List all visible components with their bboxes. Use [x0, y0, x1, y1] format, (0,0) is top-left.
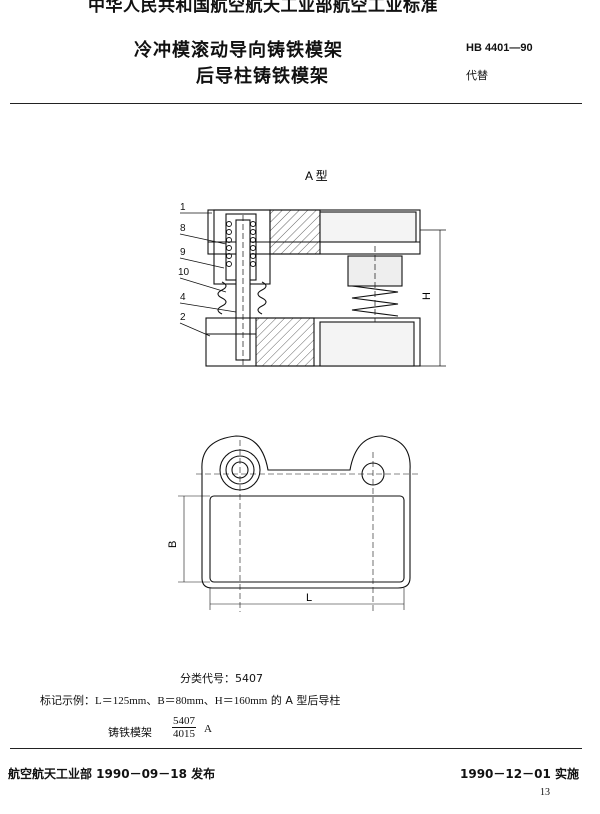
- spring-left-b: [257, 281, 267, 315]
- upper-plate-hatch: [269, 209, 321, 255]
- spring-left-a: [217, 281, 227, 315]
- example-prefix: 标记示例：: [40, 694, 95, 707]
- title-line-2: 后导柱铸铁模架: [196, 66, 329, 87]
- plan-outline: [201, 435, 411, 589]
- standard-issuer: 中华人民共和国航空航天工业部航空工业标准: [88, 0, 438, 16]
- fraction-denominator: 4015: [173, 728, 195, 740]
- part-label-1: 1: [180, 202, 186, 213]
- plan-inner: [209, 495, 405, 583]
- marking-example: 标记示例：L＝125mm、B＝80mm、H＝160mm 的 A 型后导柱: [40, 692, 340, 708]
- part-label-2: 2: [180, 312, 186, 323]
- spring-right: [351, 285, 399, 317]
- part-label-10: 10: [178, 267, 190, 278]
- header-rule: [10, 103, 582, 104]
- part-label-8: 8: [180, 223, 186, 234]
- footer-rule: [10, 748, 582, 749]
- example-suffix: 的 A 型后导柱: [267, 694, 341, 707]
- section-view: [179, 209, 446, 367]
- lower-plate-hatch: [255, 317, 315, 367]
- example-name: 铸铁模架: [108, 726, 152, 739]
- classification-code: 分类代号：5407: [180, 672, 263, 685]
- fraction-numerator: 5407: [172, 715, 196, 728]
- dim-B-label: B: [167, 541, 179, 548]
- title-line-1: 冷冲模滚动导向铸铁模架: [134, 40, 343, 61]
- section-label: A 型: [305, 169, 328, 183]
- implemented-date: 1990－12－01 实施: [460, 767, 579, 781]
- issued-date: 航空航天工业部 1990－09－18 发布: [8, 767, 216, 781]
- dim-L-label: L: [306, 592, 312, 604]
- example-params: L＝125mm、B＝80mm、H＝160mm: [95, 695, 268, 707]
- marking-fraction: 5407 4015: [172, 715, 196, 740]
- replaces-label: 代替: [466, 69, 488, 82]
- guide-hole-mid: [225, 455, 255, 485]
- part-label-4: 4: [180, 292, 186, 303]
- page-number: 13: [540, 787, 550, 798]
- part-labels: 1 8 9 10 4 2: [178, 202, 190, 323]
- fraction-suffix: A: [204, 723, 212, 735]
- upper-plate-right: [319, 211, 417, 243]
- dim-H-label: H: [421, 292, 433, 300]
- part-label-9: 9: [180, 247, 186, 258]
- standard-number: HB 4401—90: [466, 42, 533, 54]
- plan-view: [178, 435, 418, 612]
